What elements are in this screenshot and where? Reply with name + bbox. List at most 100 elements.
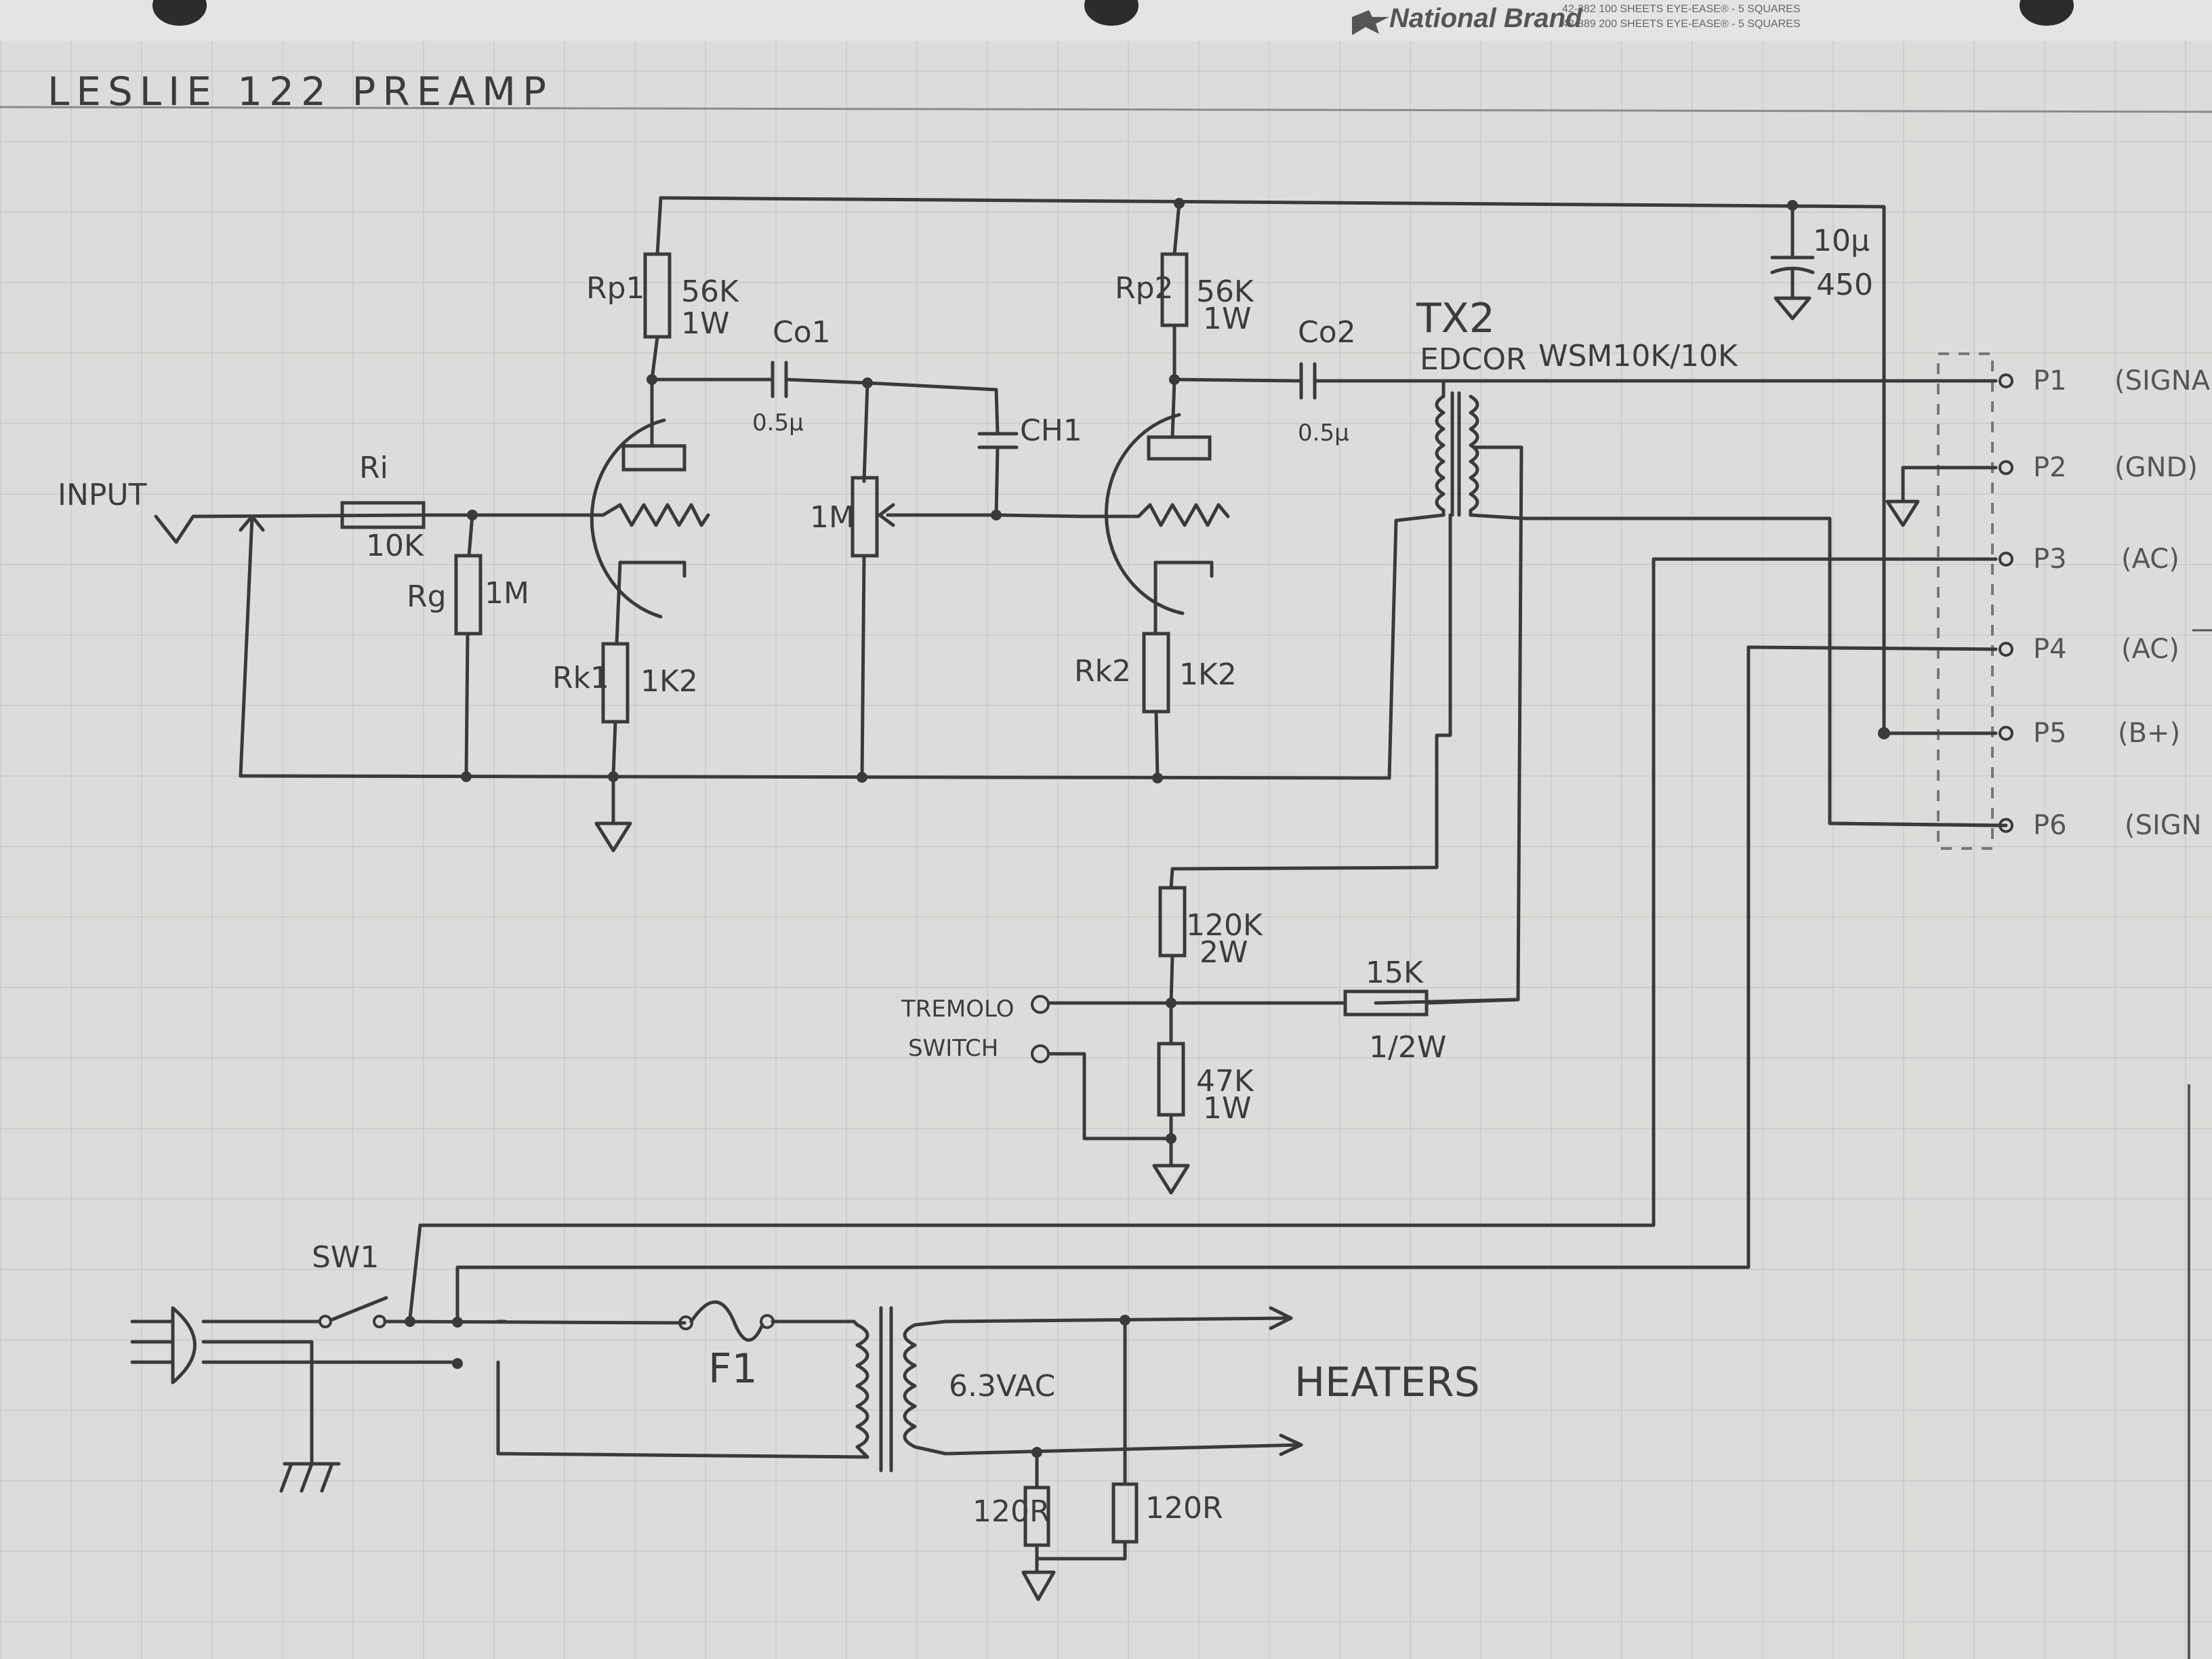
wire [1172,201,1181,256]
pin-label: P4 [2033,634,2067,665]
resistor-rp1 [643,252,672,339]
tube-1-envelope [590,418,666,619]
tube-1-plate [621,444,687,472]
wire [464,632,470,778]
chassis-ground-icon [279,1462,341,1493]
junction [1878,727,1890,739]
filter-cap-value: 10µ [1813,224,1870,258]
switch-contact [319,1315,332,1328]
b-plus-rail [659,196,1886,735]
switch-label: SWITCH [908,1035,998,1062]
connector-pin-p4: P4 (AC) [1999,634,2179,665]
tube-2-envelope [1104,413,1185,615]
fuse-f1 [689,1300,764,1342]
r120r-right-value: 120R [1145,1491,1223,1525]
ground-icon [1885,499,1920,527]
ground-bus [239,774,1391,780]
signal-return-wire [1469,513,2008,827]
co2-value: 0.5µ [1298,419,1349,447]
junction [452,1358,463,1369]
pin-terminal [1999,460,2013,475]
pin-label: P5 [2033,718,2067,749]
tube-1-grid [601,503,710,527]
binder-hole-center [1084,0,1139,26]
ground-icon [1152,1164,1190,1195]
f1-name: F1 [708,1345,758,1393]
resistor-rg [454,554,483,636]
ground-icon [1021,1570,1056,1601]
wire [1746,645,1998,651]
heater-wire [943,1316,1293,1324]
pin-label: P6 [2033,810,2067,841]
resistor-120r-right [1111,1482,1139,1544]
wire [615,560,622,646]
wire [383,1319,687,1325]
tremolo-switch-terminal [1031,995,1050,1014]
rg-name: Rg [407,579,447,614]
power-transformer-primary [855,1323,869,1459]
binder-hole-right [2020,0,2074,26]
wire [1154,710,1160,780]
wire [1035,1540,1127,1561]
ground-icon [1774,296,1811,321]
pin-desc: (SIGNAL [2114,365,2212,396]
national-brand-logo [1352,10,1389,35]
connector-pin-p2: P2 (GND) [1999,452,2198,483]
ground-icon [594,821,632,853]
junction [608,771,619,782]
wire [1170,377,1176,439]
pin-terminal [1999,552,2013,567]
wire [496,1360,869,1459]
rk1-value: 1K2 [640,664,698,699]
co1-name: Co1 [773,315,831,350]
pin-desc: (AC) [2121,634,2179,665]
r120k-value: 120K [1186,908,1263,943]
connector-pin-p1: P1 (SIGNAL [1999,365,2212,396]
page-title: LESLIE 122 PREAMP [47,68,553,115]
r47k-power: 1W [1203,1091,1252,1126]
ac-lead-p3 [408,557,1656,1320]
rg-value: 1M [485,576,529,611]
rp2-name: Rp2 [1115,271,1174,306]
rp1-name: Rp1 [586,271,645,306]
wire [994,445,1000,517]
junction [452,1317,463,1328]
input-wire [154,513,429,544]
ch1-name: CH1 [1020,413,1082,448]
resistor-47k [1157,1042,1185,1117]
tube-1-cathode [618,560,687,578]
wire [239,514,254,778]
junction [405,1316,415,1327]
wire [467,513,474,558]
heater-arrow-icon [1269,1306,1293,1330]
header-rule [0,106,2212,113]
tx2-secondary-coil [1469,394,1479,517]
filter-cap-voltage: 450 [1816,268,1873,302]
junction [461,771,472,782]
resistor-120k [1158,886,1187,958]
r120r-left-value: 120R [972,1494,1050,1529]
switch-blade [329,1296,388,1322]
pin-desc: (GND) [2114,452,2198,483]
resistor-rk2 [1142,632,1170,714]
plug-icon [171,1306,197,1385]
wire [1169,954,1174,1005]
mains-cord [130,1319,175,1364]
tx2-model: WSM10K/10K [1538,339,1738,373]
pin-desc: (B+) [2118,718,2180,749]
potentiometer-1m [851,476,879,558]
wire [860,554,866,779]
tx2-primary-coil [1435,379,1446,517]
ri-name: Ri [359,451,388,485]
wire [994,513,1086,518]
heaters-label: HEATERS [1294,1359,1480,1406]
rp2-value: 56K [1196,274,1254,309]
ac-lead-p4 [455,645,1750,1320]
pin-terminal [1999,373,2013,388]
pin-desc: (SIGN [2125,810,2202,841]
rp1-value: 56K [681,274,739,309]
rk2-value: 1K2 [1179,657,1237,692]
binder-hole-left [152,0,207,26]
